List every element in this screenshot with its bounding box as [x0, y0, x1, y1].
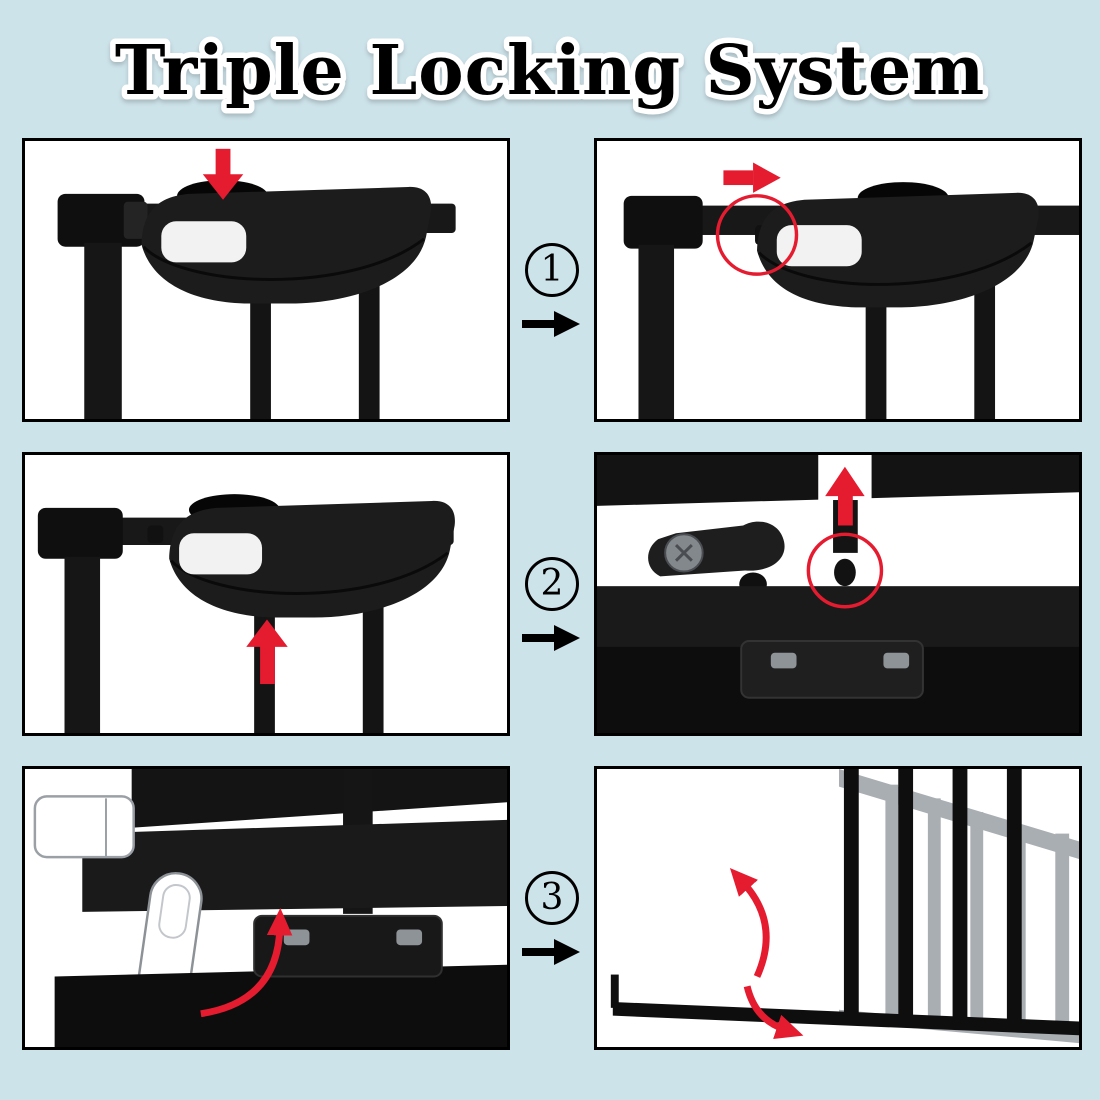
illustration-handle-press [57, 148, 456, 419]
wall-bracket [57, 193, 148, 419]
wall-cup-outline [33, 795, 135, 859]
locking-lever [648, 521, 785, 596]
illustration-handle-lift [37, 494, 455, 733]
up-arrow-icon [246, 619, 288, 685]
panel-step3-lever-release [22, 766, 510, 1050]
illustration-lever-release [33, 769, 507, 1047]
step-2-right-arrow-icon [522, 625, 580, 651]
step-2-connector: 2 [510, 452, 594, 736]
bottom-rail [597, 586, 1079, 649]
bottom-rail [82, 819, 507, 912]
illustration-gate-open [610, 769, 1079, 1044]
step-3-right-arrow-icon [522, 939, 580, 965]
step-1-right-arrow-icon [522, 311, 580, 337]
illustration-latch-slide [623, 162, 1079, 419]
up-arrow-icon [825, 466, 865, 526]
swing-arrow-down-icon [743, 985, 804, 1039]
gate-handle [757, 182, 1039, 308]
indicator-window [161, 221, 247, 263]
page-title-svg: Triple Locking System [109, 26, 989, 117]
swing-arrow-up-icon [729, 868, 770, 978]
panel-grid: 1 [22, 138, 1082, 1050]
page-title-text: Triple Locking System [115, 31, 985, 111]
panel-step2-bottom-pin [594, 452, 1082, 736]
lock-pin [834, 558, 856, 587]
panel-step1-slide-latch [594, 138, 1082, 422]
gate-frame-black [610, 769, 1079, 1036]
wall-bracket [623, 195, 703, 419]
illustration-bottom-pin [597, 455, 1079, 733]
step-1-marker: 1 [525, 243, 579, 297]
mounting-plate [253, 914, 443, 978]
down-arrow-icon [202, 148, 244, 200]
panel-step2-lift-handle [22, 452, 510, 736]
curved-swing-arrow-icon [200, 908, 293, 1018]
step-2-marker: 2 [525, 557, 579, 611]
highlight-circle [806, 532, 884, 609]
mounting-plate [740, 640, 924, 699]
screw-icon [674, 544, 693, 562]
panel-step3-gate-open [594, 766, 1082, 1050]
bottom-rail-top [131, 769, 507, 828]
page-title: Triple Locking System [0, 16, 1100, 120]
step-1-connector: 1 [510, 138, 594, 422]
floor-base [54, 964, 507, 1047]
wall-bracket [37, 507, 123, 733]
right-arrow-icon [723, 162, 781, 193]
latch-pin [147, 525, 164, 544]
indicator-window [179, 533, 263, 575]
step-3-marker: 3 [525, 871, 579, 925]
highlight-circle [715, 194, 799, 276]
gate-handle [141, 180, 432, 304]
gate-handle [169, 494, 455, 618]
panel-step1-press-button [22, 138, 510, 422]
step-3-connector: 3 [510, 766, 594, 1050]
